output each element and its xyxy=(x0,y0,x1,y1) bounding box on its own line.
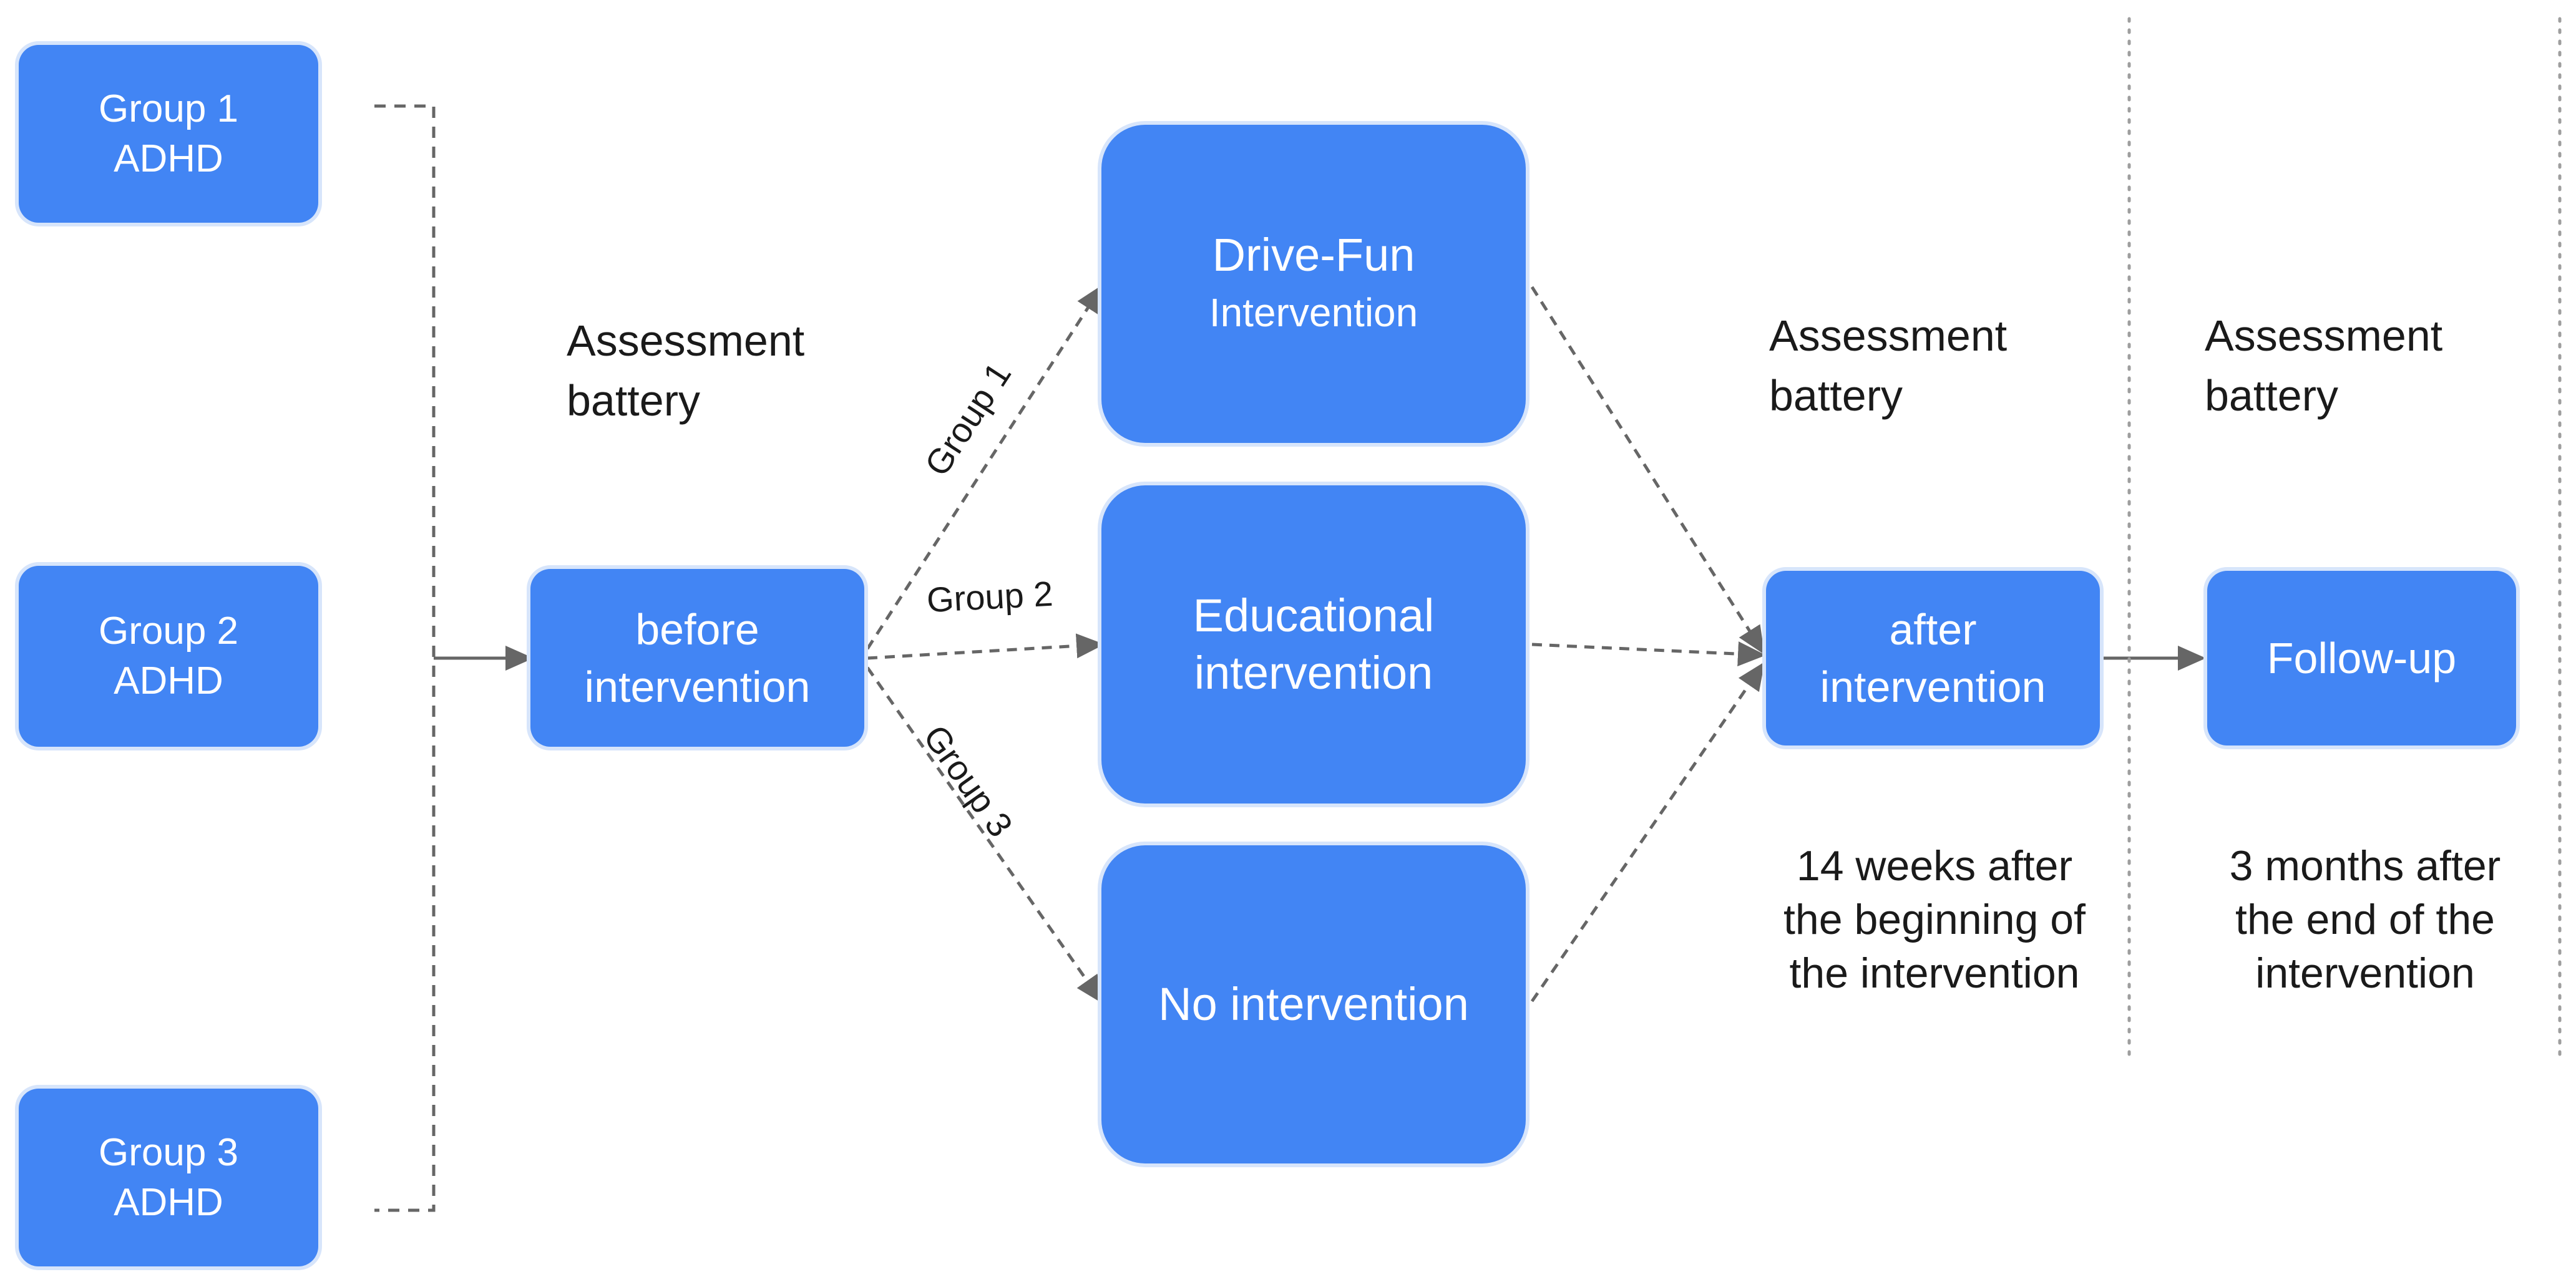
assessment-before-line1: Assessment xyxy=(567,316,805,365)
drive-fun-line2: Intervention xyxy=(1209,290,1418,335)
assessment-label-followup: Assessment battery xyxy=(2205,306,2442,425)
group-1-line1: Group 1 xyxy=(98,87,239,130)
assessment-label-after: Assessment battery xyxy=(1769,306,2007,425)
timing-note-after-line2: the beginning of xyxy=(1783,896,2086,943)
assessment-followup-line1: Assessment xyxy=(2205,311,2443,360)
arrow-drivefun-to-after xyxy=(1530,286,1765,655)
after-line1: after xyxy=(1889,605,1977,654)
timing-note-after-line3: the intervention xyxy=(1789,949,2080,997)
before-line2: intervention xyxy=(584,662,811,711)
educational-line1: Educational xyxy=(1193,590,1435,641)
drive-fun-intervention-box: Drive-Fun Intervention xyxy=(1101,125,1526,443)
timing-note-after-line1: 14 weeks after xyxy=(1796,842,2073,890)
follow-up-box: Follow-up xyxy=(2207,571,2516,745)
educational-line2: intervention xyxy=(1194,647,1433,699)
assessment-before-line2: battery xyxy=(567,376,700,425)
group-bracket xyxy=(374,104,436,1212)
assessment-after-line1: Assessment xyxy=(1769,311,2008,360)
group-1-line2: ADHD xyxy=(114,137,223,180)
arrow-before-to-none xyxy=(866,666,1103,1004)
after-intervention-box: after intervention xyxy=(1766,571,2100,745)
arrow-none-to-after xyxy=(1530,661,1765,1003)
follow-up-label: Follow-up xyxy=(2266,634,2457,682)
arrow-educational-to-after xyxy=(1531,641,1766,667)
no-intervention-box: No intervention xyxy=(1101,845,1526,1163)
group-2-line1: Group 2 xyxy=(98,609,239,653)
educational-intervention-box: Educational intervention xyxy=(1101,485,1526,804)
group-3-line2: ADHD xyxy=(114,1180,223,1224)
group-2-line2: ADHD xyxy=(114,659,223,702)
group-3-line1: Group 3 xyxy=(98,1130,239,1174)
before-line1: before xyxy=(635,605,759,654)
group-1-box: Group 1 ADHD xyxy=(19,45,318,223)
timing-note-followup-line2: the end of the xyxy=(2235,896,2495,943)
assessment-after-line2: battery xyxy=(1769,371,1903,420)
timing-note-followup: 3 months after the end of the interventi… xyxy=(2197,839,2534,1000)
drive-fun-line1: Drive-Fun xyxy=(1212,229,1415,281)
timing-note-followup-line1: 3 months after xyxy=(2229,842,2501,890)
group-3-box: Group 3 ADHD xyxy=(19,1089,318,1266)
arrow-before-to-educational xyxy=(867,633,1105,660)
assessment-followup-line2: battery xyxy=(2205,371,2338,420)
assessment-label-before: Assessment battery xyxy=(567,311,804,430)
before-intervention-box: before intervention xyxy=(530,569,864,747)
no-intervention-line1: No intervention xyxy=(1158,978,1469,1030)
timing-note-followup-line3: intervention xyxy=(2255,949,2475,997)
timing-note-after: 14 weeks after the beginning of the inte… xyxy=(1760,839,2109,1000)
after-line2: intervention xyxy=(1820,663,2046,711)
arrow-before-to-drivefun xyxy=(866,284,1103,650)
group-2-box: Group 2 ADHD xyxy=(19,566,318,747)
edge-label-group-2: Group 2 xyxy=(925,573,1054,620)
